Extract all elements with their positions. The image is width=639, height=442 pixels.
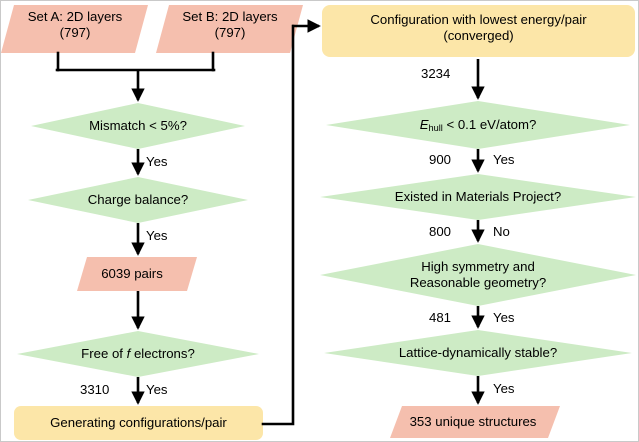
shape-generating <box>14 406 263 440</box>
shape-configuration <box>322 5 635 57</box>
edge-label-mismatch-yes: Yes <box>146 154 168 169</box>
shape-materials-project <box>320 174 636 220</box>
edge-label-ehull-yes: Yes <box>493 152 515 167</box>
shape-set-a <box>1 5 148 53</box>
connector-generating-feedback <box>261 24 295 426</box>
shape-set-b <box>156 5 303 53</box>
edge-label-symmetry-count: 481 <box>429 310 452 325</box>
edge-label-configuration-count: 3234 <box>421 66 451 81</box>
shape-ehull <box>326 101 630 149</box>
shape-lattice-stable <box>324 330 632 376</box>
edge-label-f-electrons-yes: Yes <box>146 382 168 397</box>
edge-label-f-electrons-count: 3310 <box>80 382 110 397</box>
shape-mismatch <box>31 103 245 149</box>
edge-label-mp-no: No <box>493 224 510 239</box>
shape-symmetry <box>320 244 636 306</box>
shape-6039-pairs <box>77 257 197 291</box>
shape-result <box>390 406 560 438</box>
edge-label-charge-balance-yes: Yes <box>146 228 168 243</box>
shape-f-electrons <box>17 331 259 377</box>
edge-label-lattice-yes: Yes <box>493 381 515 396</box>
edge-label-ehull-count: 900 <box>429 152 452 167</box>
edge-label-mp-count: 800 <box>429 224 452 239</box>
shape-charge-balance <box>28 177 248 223</box>
edge-label-symmetry-yes: Yes <box>493 310 515 325</box>
